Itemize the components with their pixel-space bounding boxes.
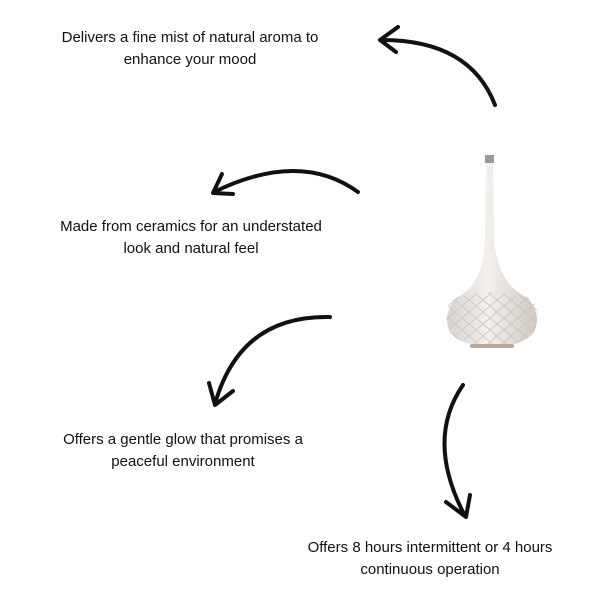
diffuser-product-image xyxy=(446,155,538,348)
caption-line: continuous operation xyxy=(360,561,500,578)
feature-caption-ceramics: Made from ceramics for an understated lo… xyxy=(20,216,362,260)
caption-line: Offers a gentle glow that promises a xyxy=(63,431,303,448)
arrow-4 xyxy=(442,383,472,519)
caption-line: Delivers a fine mist of natural aroma to xyxy=(61,29,319,46)
arrow-2 xyxy=(211,169,360,196)
caption-line: enhance your mood xyxy=(123,51,257,68)
feature-caption-glow: Offers a gentle glow that promises a pea… xyxy=(20,429,346,473)
caption-line: look and natural feel xyxy=(123,240,259,257)
arrow-3 xyxy=(207,314,332,407)
feature-caption-operation: Offers 8 hours intermittent or 4 hours c… xyxy=(280,537,580,581)
feature-caption-mist: Delivers a fine mist of natural aroma to… xyxy=(20,27,360,71)
arrow-1 xyxy=(378,25,497,107)
caption-line: peaceful environment xyxy=(111,453,255,470)
caption-line: Offers 8 hours intermittent or 4 hours xyxy=(307,539,553,556)
caption-line: Made from ceramics for an understated xyxy=(60,218,322,235)
